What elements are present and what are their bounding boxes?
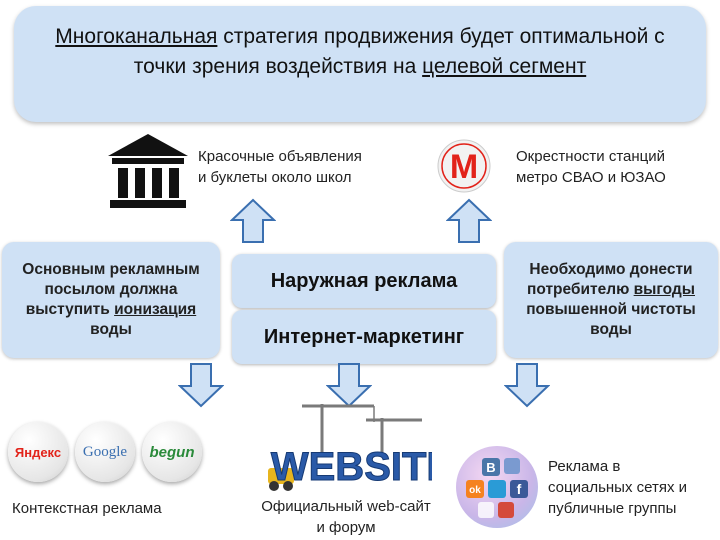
school-ads-line2: и буклеты около школ [198, 169, 352, 186]
google-logo-text: Google [82, 443, 128, 460]
yandex-logo-text: Яндекс [14, 444, 62, 460]
social-caption-line3: публичные группы [548, 500, 677, 517]
arrow-down-center [326, 363, 372, 408]
website-construction-icon: WEBSITE [268, 404, 432, 491]
metro-caption: Окрестности станций метро СВАО и ЮЗАО [516, 146, 716, 188]
begun-logo-text: begun [149, 443, 195, 461]
banner-text-part1: Многоканальная [55, 25, 218, 48]
context-ads-caption: Контекстная реклама [12, 500, 162, 517]
arrow-up-right [446, 198, 492, 243]
right-box-part1: Необходимо донести потребителю [527, 261, 693, 298]
right-box-part3: повышенной чистоты воды [526, 301, 696, 338]
metro-letter: М [450, 148, 478, 186]
banner-text-part3: целевой сегмент [422, 55, 587, 78]
website-caption-line2: и форум [316, 519, 376, 536]
facebook-icon: f [517, 481, 522, 497]
internet-marketing-button[interactable]: Интернет-маркетинг [232, 310, 496, 364]
social-caption-line1: Реклама в [548, 458, 621, 475]
metro-caption-line1: Окрестности станций [516, 148, 666, 165]
website-word: WEBSITE [271, 445, 432, 489]
website-caption: Официальный web-сайт и форум [246, 496, 446, 538]
website-caption-line1: Официальный web-сайт [261, 498, 431, 515]
school-building-icon [108, 134, 188, 208]
outdoor-ads-button[interactable]: Наружная реклама [232, 254, 496, 308]
social-caption: Реклама в социальных сетях и публичные г… [548, 456, 718, 519]
strategy-banner [14, 6, 706, 122]
right-box-part2: выгоды [633, 281, 695, 298]
social-icons-cluster: B ok f [466, 458, 528, 518]
banner-text-part2: стратегия продвижения будет оптимальной … [133, 25, 665, 78]
arrow-down-right [504, 363, 550, 408]
left-box-part2: ионизация [114, 301, 197, 318]
ionization-message-box: Основным рекламным посылом должна выступ… [2, 242, 220, 358]
left-box-part1: Основным рекламным посылом должна выступ… [22, 261, 200, 318]
school-ads-line1: Красочные объявления [198, 148, 362, 165]
begun-logo: begun [142, 422, 202, 482]
yandex-logo: Яндекс [8, 422, 68, 482]
benefits-message-box: Необходимо донести потребителю выгоды по… [504, 242, 718, 358]
arrow-up-left [230, 198, 276, 243]
metro-logo-icon: М [437, 139, 491, 193]
vk-icon: B [486, 460, 495, 475]
google-logo: Google [75, 422, 135, 482]
arrow-down-left [178, 363, 224, 408]
social-caption-line2: социальных сетях и [548, 479, 688, 496]
ok-icon: ok [469, 485, 481, 496]
metro-caption-line2: метро СВАО и ЮЗАО [516, 169, 666, 186]
banner-text: Многоканальная стратегия продвижения буд… [40, 22, 680, 82]
left-box-part3: воды [90, 321, 132, 338]
school-ads-caption: Красочные объявления и буклеты около шко… [198, 146, 408, 188]
